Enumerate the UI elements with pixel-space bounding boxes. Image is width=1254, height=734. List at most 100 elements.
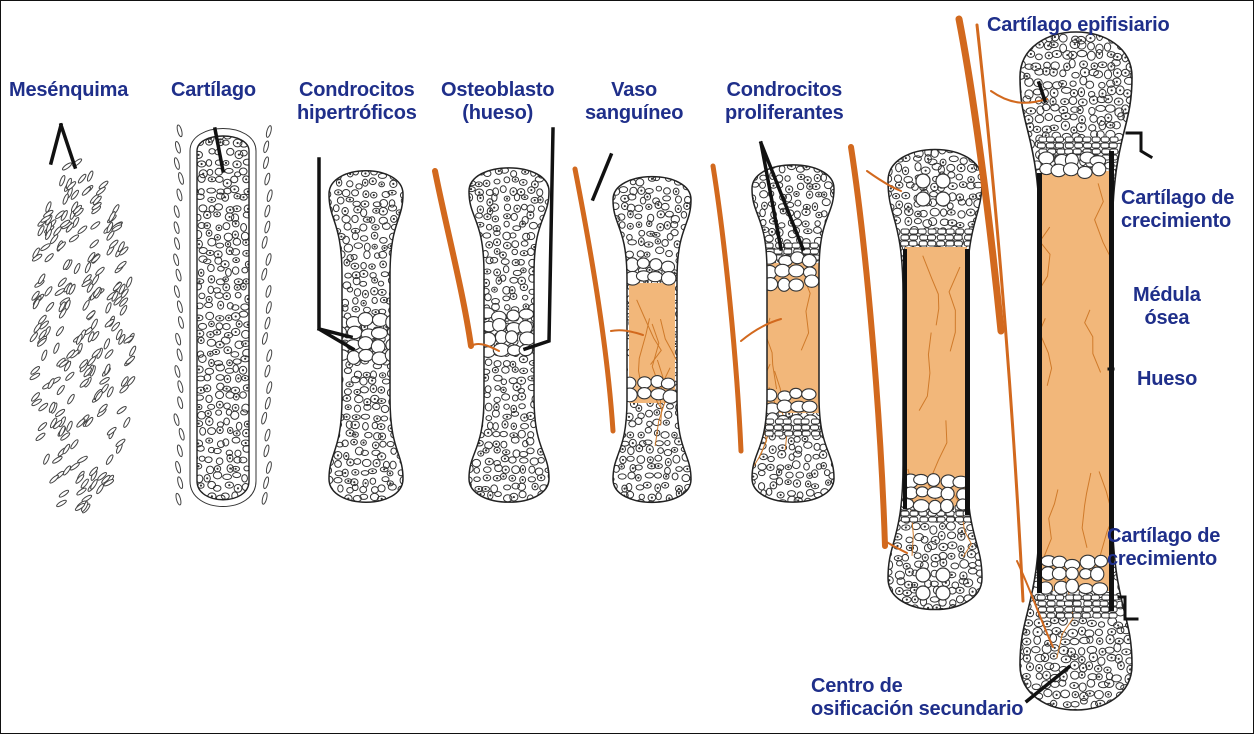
chondrocyte-nucleus [1093, 65, 1095, 67]
chondrocyte [886, 451, 892, 457]
chondrocyte [964, 608, 973, 613]
chondrocyte-nucleus [897, 476, 899, 478]
chondrocyte [759, 418, 766, 425]
chondrocyte [354, 243, 362, 249]
chondrocyte-nucleus [505, 160, 507, 162]
chondrocyte-nucleus [954, 138, 956, 140]
chondrocyte [620, 357, 626, 364]
chondrocyte [656, 247, 664, 254]
chondrocyte-nucleus [366, 401, 368, 403]
chondrocyte [190, 243, 198, 250]
chondrocyte [1015, 375, 1022, 383]
chondrocyte [250, 287, 257, 292]
hypertrophic-chondrocyte [663, 390, 678, 403]
stage-osteoblast-collar [435, 157, 557, 510]
chondrocyte [351, 255, 357, 260]
chondrocyte [628, 472, 635, 479]
chondrocyte [538, 206, 544, 211]
chondrocyte [227, 148, 234, 155]
perichondrial-cell [174, 365, 181, 378]
chondrocyte-nucleus [477, 163, 479, 165]
chondrocyte-nucleus [327, 351, 329, 353]
mesenchymal-cell [89, 239, 100, 249]
chondrocyte-nucleus [772, 484, 774, 486]
mesenchymal-cell [37, 273, 46, 284]
chondrocyte [976, 357, 984, 363]
chondrocyte-nucleus [687, 231, 689, 233]
chondrocyte [333, 404, 340, 409]
chondrocyte [822, 199, 830, 206]
chondrocyte [786, 472, 793, 478]
hypertrophic-chondrocyte [359, 349, 374, 361]
chondrocyte [208, 286, 214, 293]
chondrocyte [692, 239, 698, 246]
chondrocyte [397, 273, 403, 279]
chondrocyte [978, 433, 984, 440]
chondrocyte-nucleus [234, 234, 236, 236]
chondrocyte [486, 416, 492, 421]
chondrocyte-nucleus [780, 494, 782, 496]
chondrocyte [466, 215, 474, 222]
chondrocyte [494, 397, 500, 402]
chondrocyte-nucleus [970, 373, 972, 375]
chondrocyte [400, 318, 406, 323]
chondrocyte-nucleus [340, 235, 342, 237]
chondrocyte [538, 160, 544, 168]
chondrocyte-nucleus [808, 194, 810, 196]
chondrocyte [667, 404, 674, 409]
chondrocyte [216, 410, 222, 415]
chondrocyte-nucleus [1111, 89, 1113, 91]
chondrocyte [502, 367, 509, 374]
perichondrial-cell [175, 269, 182, 282]
chondrocyte [251, 311, 259, 317]
chondrocyte-nucleus [326, 509, 328, 511]
chondrocyte [793, 451, 801, 457]
chondrocyte-nucleus [1027, 377, 1029, 379]
chondrocyte [897, 139, 904, 145]
chondrocyte [326, 307, 333, 314]
chondrocyte [1018, 160, 1026, 166]
perichondrial-cell [177, 476, 184, 489]
chondrocyte [663, 167, 669, 174]
mesenchymal-cell [70, 439, 79, 450]
chondrocyte [1015, 115, 1024, 122]
chondrocyte [468, 441, 474, 447]
chondrocyte [537, 297, 545, 304]
chondrocyte-nucleus [209, 353, 211, 355]
chondrocyte [476, 323, 483, 331]
chondrocyte-nucleus [906, 599, 908, 601]
perichondrial-cell [263, 140, 270, 153]
chondrocyte [966, 136, 973, 143]
chondrocyte [915, 163, 921, 171]
hypertrophic-cells [901, 474, 969, 514]
chondrocyte-nucleus [970, 331, 972, 333]
chondrocyte-nucleus [976, 286, 978, 288]
chondrocyte [501, 502, 507, 508]
chondrocyte [397, 308, 404, 314]
chondrocyte-nucleus [217, 253, 219, 255]
chondrocyte-nucleus [906, 565, 908, 567]
chondrocyte-nucleus [237, 281, 239, 283]
mesenchymal-cell [41, 349, 48, 361]
chondrocyte-nucleus [521, 223, 523, 225]
chondrocyte-nucleus [665, 422, 667, 424]
chondrocyte [681, 403, 687, 408]
mesenchymal-cell [44, 286, 53, 297]
chondrocyte-nucleus [400, 353, 402, 355]
chondrocyte [188, 193, 196, 200]
chondrocyte [822, 262, 828, 268]
chondrocyte-nucleus [1116, 189, 1118, 191]
chondrocyte-nucleus [530, 189, 532, 191]
chondrocyte [794, 211, 800, 218]
chondrocyte [831, 284, 839, 291]
chondrocyte [974, 227, 982, 232]
chondrocyte [231, 176, 238, 183]
chondrocyte [820, 289, 826, 295]
chondrocyte-nucleus [479, 197, 481, 199]
chondrocyte [518, 430, 525, 438]
chondrocyte [612, 493, 617, 498]
chondrocyte-nucleus [371, 379, 373, 381]
chondrocyte [914, 553, 921, 559]
chondrocyte-nucleus [692, 279, 694, 281]
chondrocyte-nucleus [375, 444, 377, 446]
